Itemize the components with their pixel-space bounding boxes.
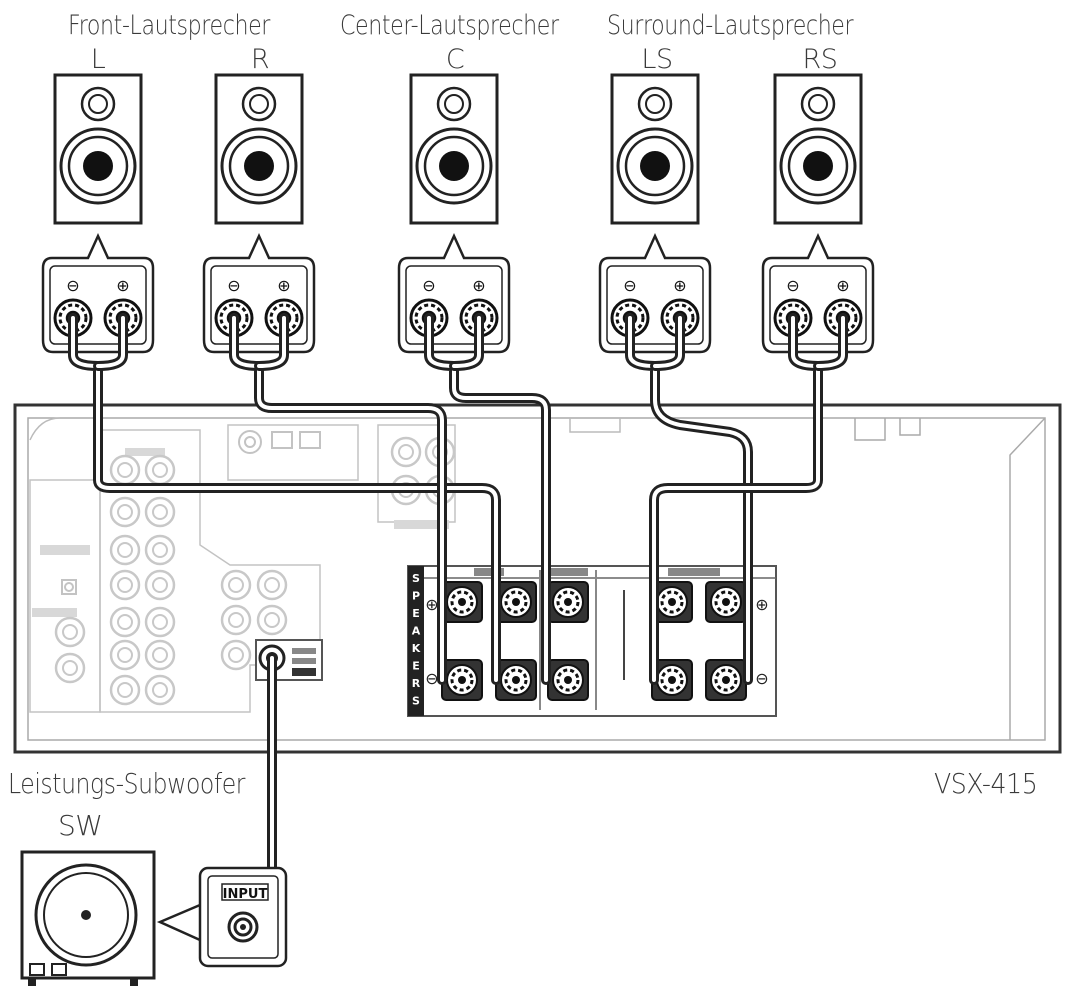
panel-minus-symbol-right: ⊖ xyxy=(755,669,768,688)
front-speakers-header: Front-Lautsprecher xyxy=(68,10,270,41)
speaker-code-c: C xyxy=(445,44,465,75)
receiver-model: VSX-415 xyxy=(934,767,1038,800)
rear-jack xyxy=(144,496,176,528)
rear-jack xyxy=(390,436,422,468)
rear-jack xyxy=(144,674,176,706)
rear-jack xyxy=(220,569,252,601)
speaker-code-l: L xyxy=(90,44,106,75)
rear-jack xyxy=(109,639,141,671)
rear-jack xyxy=(109,534,141,566)
rear-jack xyxy=(54,652,86,684)
speaker-c: ⊖⊕ xyxy=(397,73,511,354)
panel-letter: E xyxy=(412,607,420,620)
receiver-speaker-post xyxy=(705,659,747,701)
rear-jack xyxy=(220,639,252,671)
receiver-speaker-post xyxy=(495,659,537,701)
speaker-ls: ⊖⊕ xyxy=(598,73,712,354)
panel-plus-symbol-right: ⊕ xyxy=(755,595,768,614)
speaker-minus-symbol: ⊖ xyxy=(66,276,79,295)
speaker-code-rs: RS xyxy=(802,44,838,75)
receiver-rear-jacks xyxy=(29,424,456,713)
speaker-plus-symbol: ⊕ xyxy=(472,276,485,295)
rear-jack xyxy=(54,616,86,648)
subwoofer-title: Leistungs-Subwoofer xyxy=(8,767,246,800)
subwoofer-preout-jack xyxy=(255,639,323,681)
receiver-speaker-post xyxy=(547,581,589,623)
receiver-speaker-post xyxy=(441,581,483,623)
speaker-plus-symbol: ⊕ xyxy=(277,276,290,295)
panel-letter: R xyxy=(412,677,421,690)
speaker-plus-symbol: ⊕ xyxy=(673,276,686,295)
speaker-minus-symbol: ⊖ xyxy=(786,276,799,295)
subwoofer-code: SW xyxy=(58,809,103,842)
subwoofer-callout xyxy=(156,903,201,942)
rear-jack xyxy=(109,674,141,706)
rear-jack xyxy=(109,496,141,528)
panel-letter: P xyxy=(412,590,420,603)
speaker-rs: ⊖⊕ xyxy=(761,73,875,354)
speaker-code-r: R xyxy=(250,44,270,75)
receiver-speaker-post xyxy=(441,659,483,701)
rear-jack xyxy=(144,534,176,566)
rear-jack xyxy=(144,639,176,671)
panel-letter: K xyxy=(412,642,421,655)
receiver-speaker-post xyxy=(547,659,589,701)
rear-jack xyxy=(256,569,288,601)
center-speaker-header: Center-Lautsprecher xyxy=(340,10,559,41)
speaker-minus-symbol: ⊖ xyxy=(227,276,240,295)
rear-jack xyxy=(144,606,176,638)
speaker-code-ls: LS xyxy=(641,44,673,75)
subwoofer-input-label: INPUT xyxy=(223,887,268,902)
rear-jack xyxy=(220,604,252,636)
panel-minus-symbol-left: ⊖ xyxy=(425,669,438,688)
speaker-r: ⊖⊕ xyxy=(202,73,316,354)
speaker-l: ⊖⊕ xyxy=(41,73,155,354)
speaker-plus-symbol: ⊕ xyxy=(116,276,129,295)
panel-letter: E xyxy=(412,660,420,673)
speakers-layer: ⊖⊕⊖⊕⊖⊕⊖⊕⊖⊕ xyxy=(41,73,875,354)
speaker-plus-symbol: ⊕ xyxy=(836,276,849,295)
speaker-minus-symbol: ⊖ xyxy=(623,276,636,295)
rear-jack xyxy=(256,604,288,636)
speaker-minus-symbol: ⊖ xyxy=(422,276,435,295)
panel-letter: A xyxy=(412,625,421,638)
rear-jack xyxy=(144,569,176,601)
receiver-speaker-post xyxy=(651,581,693,623)
rear-jack xyxy=(109,569,141,601)
subwoofer-unit: INPUT xyxy=(20,850,288,986)
receiver-speaker-post xyxy=(705,581,747,623)
receiver-speaker-post xyxy=(651,659,693,701)
panel-letter: S xyxy=(412,572,420,585)
panel-letter: S xyxy=(412,695,420,708)
rear-jack xyxy=(109,606,141,638)
receiver-speaker-post xyxy=(495,581,537,623)
panel-plus-symbol-left: ⊕ xyxy=(425,595,438,614)
surround-speakers-header: Surround-Lautsprecher xyxy=(607,10,854,41)
